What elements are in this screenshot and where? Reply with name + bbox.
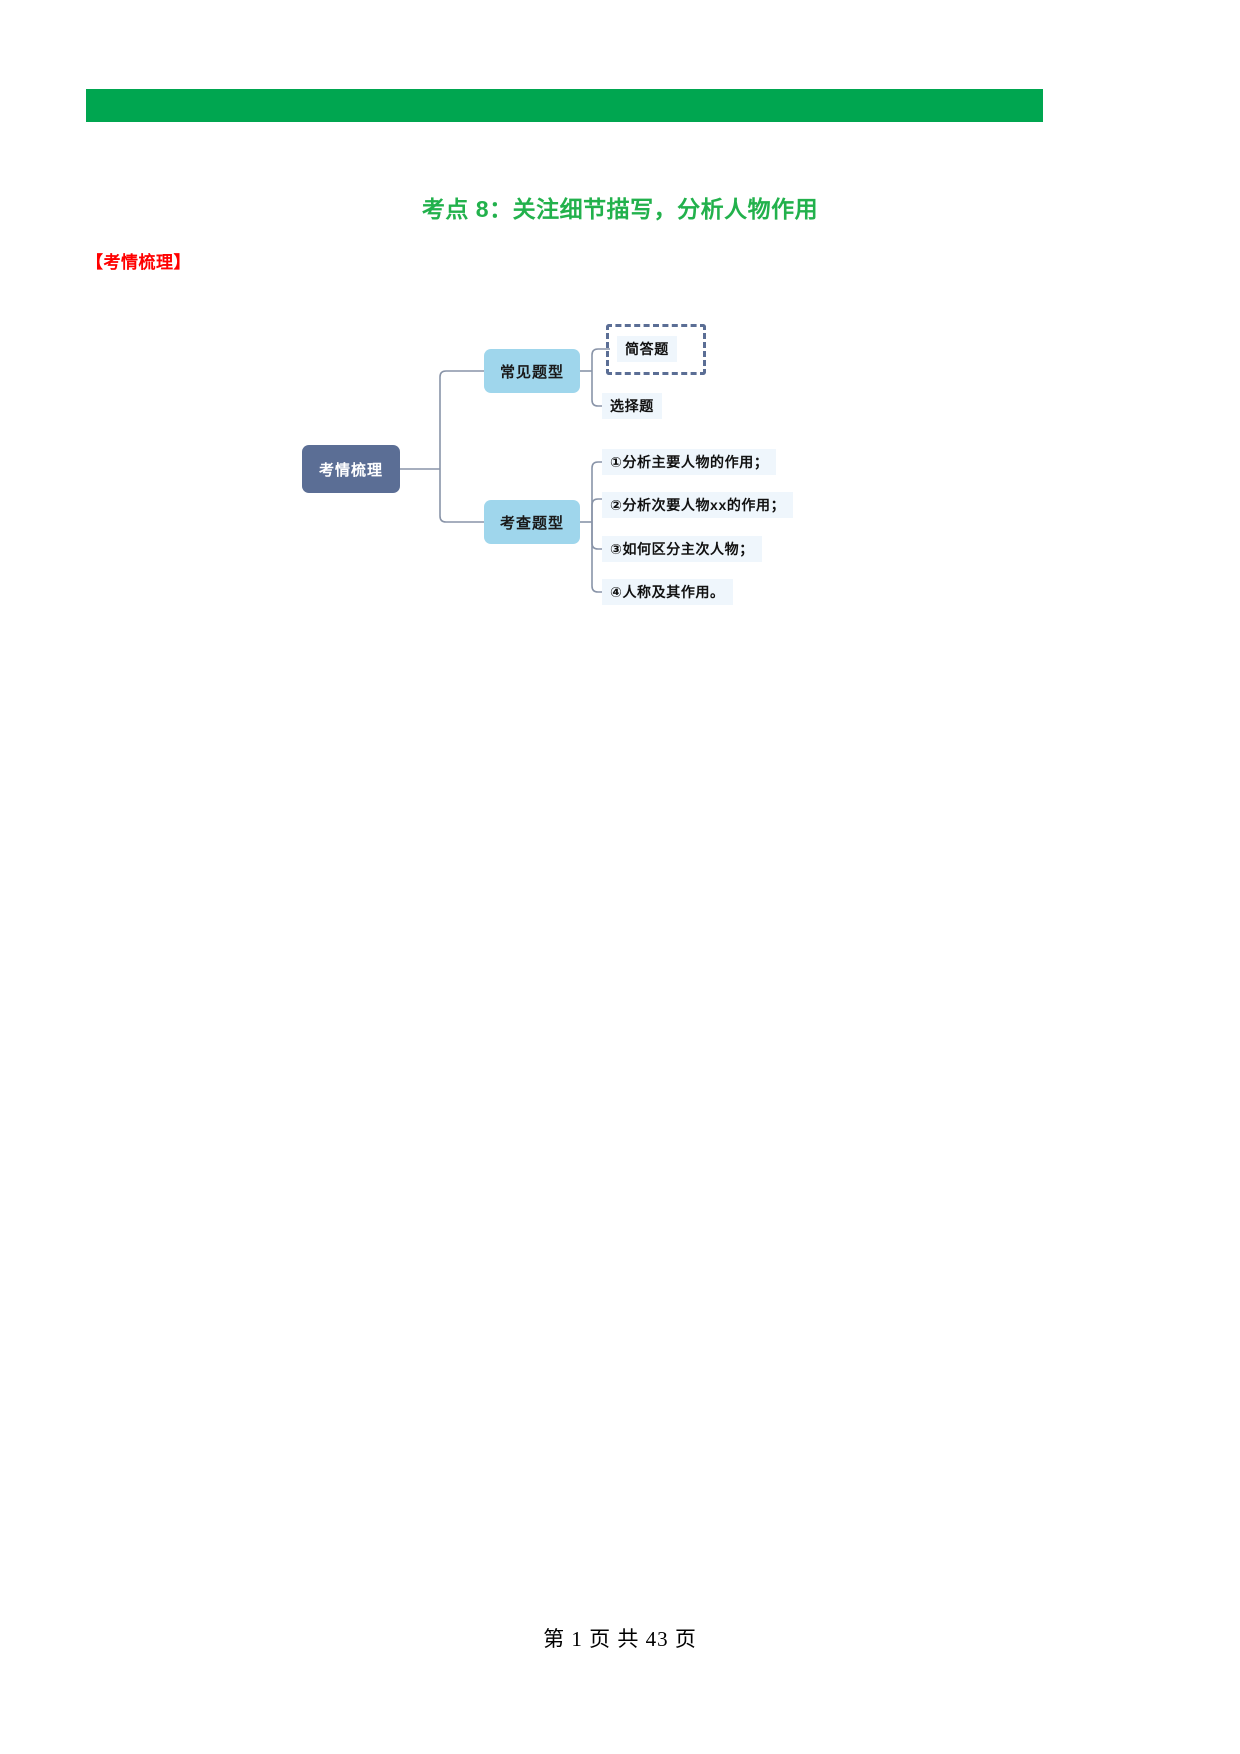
- mindmap-connectors: [400, 348, 610, 593]
- mindmap-leaf-minor-character-role[interactable]: ②分析次要人物xx的作用；: [602, 492, 794, 518]
- mindmap: 考情梳理 常见题型 简答题 选择题 考查题型 ①分析主要人物的作用； ②分析次要…: [290, 305, 950, 625]
- page-title: 考点 8：关注细节描写，分析人物作用: [421, 196, 819, 222]
- mindmap-branch-common-question-types[interactable]: 常见题型: [484, 349, 580, 393]
- header-banner: [86, 89, 1043, 122]
- page-footer: 第 1 页 共 43 页: [543, 1627, 697, 1651]
- mindmap-branch-examined-question-types[interactable]: 考查题型: [484, 500, 580, 544]
- mindmap-root-node[interactable]: 考情梳理: [302, 445, 400, 493]
- mindmap-leaf-distinguish-characters[interactable]: ③如何区分主次人物；: [602, 536, 762, 562]
- selection-ring: [606, 324, 706, 375]
- mindmap-leaf-person-and-role[interactable]: ④人称及其作用。: [602, 579, 733, 605]
- section-label-kaoqing-shuli: 【考情梳理】: [86, 253, 191, 272]
- mindmap-leaf-multiple-choice[interactable]: 选择题: [602, 393, 662, 419]
- mindmap-leaf-main-character-role[interactable]: ①分析主要人物的作用；: [602, 449, 777, 475]
- mindmap-leaf-short-answer[interactable]: 简答题: [617, 336, 677, 362]
